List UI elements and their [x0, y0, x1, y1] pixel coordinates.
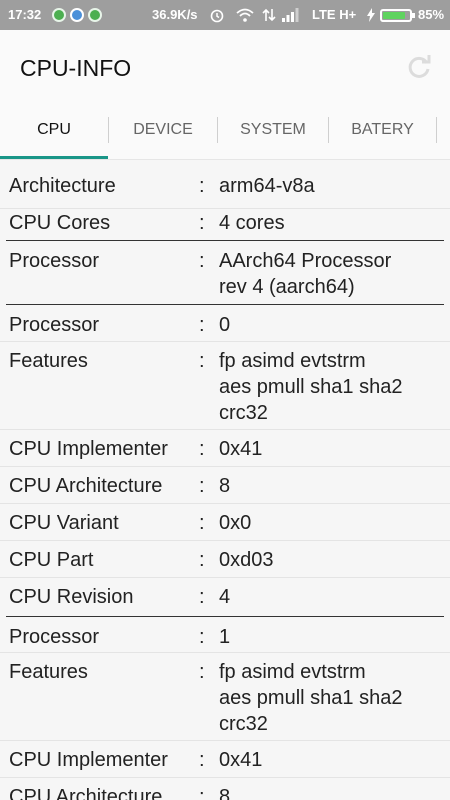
info-colon: :: [199, 786, 205, 800]
info-row: CPU Implementer : 0x41: [0, 741, 450, 777]
wifi-icon: [236, 8, 254, 22]
info-key: Processor: [9, 250, 100, 272]
info-value: 8: [219, 786, 231, 800]
tab-batery[interactable]: BATERY: [351, 121, 414, 138]
group-divider: [6, 616, 444, 617]
info-colon: :: [199, 626, 205, 648]
row-divider: [0, 652, 450, 653]
app-notification-icon: [88, 8, 102, 22]
info-row: Architecture : arm64-v8a: [0, 160, 450, 208]
cpu-info-list[interactable]: Architecture : arm64-v8a CPU Cores : 4 c…: [0, 160, 450, 800]
info-colon: :: [199, 661, 205, 683]
refresh-icon[interactable]: [404, 52, 434, 82]
signal-icon: [282, 8, 299, 22]
info-value: 8: [219, 475, 231, 497]
battery-icon: [380, 9, 415, 22]
row-divider: [0, 429, 450, 430]
info-key: Features: [9, 350, 88, 372]
tab-divider: [436, 117, 437, 143]
info-colon: :: [199, 314, 205, 336]
info-colon: :: [199, 586, 205, 608]
facebook-icon: [70, 8, 84, 22]
info-key: CPU Architecture: [9, 786, 163, 800]
info-row: CPU Architecture : 8: [0, 467, 450, 503]
info-row: CPU Implementer : 0x41: [0, 430, 450, 466]
row-divider: [0, 208, 450, 209]
app-title: CPU-INFO: [20, 55, 132, 81]
info-colon: :: [199, 512, 205, 534]
group-divider: [6, 304, 444, 305]
tab-divider: [328, 117, 329, 143]
info-row: CPU Architecture : 8: [0, 778, 450, 800]
info-value: 0xd03: [219, 549, 274, 571]
tab-cpu[interactable]: CPU: [37, 121, 71, 138]
info-row: CPU Cores : 4 cores: [0, 209, 450, 240]
row-divider: [0, 577, 450, 578]
info-value: 0: [219, 314, 231, 336]
info-key: Features: [9, 661, 88, 683]
info-colon: :: [199, 350, 205, 372]
battery-percent: 85%: [418, 7, 445, 22]
status-bar: 17:32 36.9K/s LTE H+ 85%: [0, 0, 450, 30]
tab-divider: [217, 117, 218, 143]
info-key: CPU Revision: [9, 586, 134, 608]
info-key: CPU Architecture: [9, 475, 163, 497]
row-divider: [0, 341, 450, 342]
network-speed: 36.9K/s: [152, 7, 198, 22]
app-bar: CPU-INFO: [0, 30, 450, 100]
info-colon: :: [199, 175, 205, 197]
network-type: LTE H+: [312, 7, 357, 22]
status-time: 17:32: [8, 7, 42, 22]
info-value: 4: [219, 586, 231, 608]
info-key: CPU Implementer: [9, 438, 168, 460]
info-colon: :: [199, 212, 205, 234]
tab-bar-border: [0, 159, 450, 160]
info-colon: :: [199, 250, 205, 272]
info-row: Processor : 0: [0, 305, 450, 341]
info-key: CPU Variant: [9, 512, 119, 534]
info-row: Processor : 1: [0, 617, 450, 652]
alarm-icon: [210, 9, 224, 23]
info-value: 1: [219, 626, 231, 648]
active-tab-indicator: [0, 156, 108, 159]
info-colon: :: [199, 438, 205, 460]
row-divider: [0, 777, 450, 778]
info-row: CPU Revision : 4: [0, 578, 450, 616]
info-key: Architecture: [9, 175, 116, 197]
info-row: CPU Variant : 0x0: [0, 504, 450, 540]
data-transfer-icon: [262, 8, 276, 22]
info-colon: :: [199, 549, 205, 571]
info-key: Processor: [9, 314, 100, 336]
info-key: Processor: [9, 626, 100, 648]
tab-divider: [108, 117, 109, 143]
tab-device[interactable]: DEVICE: [133, 121, 193, 138]
tab-bar: CPU DEVICE SYSTEM BATERY: [0, 100, 450, 160]
info-value: 0x41: [219, 749, 263, 771]
info-value: 4 cores: [219, 212, 285, 234]
notification-icon: [52, 8, 66, 22]
info-colon: :: [199, 475, 205, 497]
group-divider: [6, 240, 444, 241]
info-value: 0x0: [219, 512, 252, 534]
row-divider: [0, 466, 450, 467]
info-key: CPU Implementer: [9, 749, 168, 771]
row-divider: [0, 740, 450, 741]
info-key: CPU Part: [9, 549, 94, 571]
info-value: arm64-v8a: [219, 175, 315, 197]
row-divider: [0, 503, 450, 504]
info-value: 0x41: [219, 438, 263, 460]
tab-system[interactable]: SYSTEM: [240, 121, 306, 138]
info-key: CPU Cores: [9, 212, 111, 234]
row-divider: [0, 540, 450, 541]
info-row: CPU Part : 0xd03: [0, 541, 450, 577]
info-colon: :: [199, 749, 205, 771]
charging-icon: [367, 8, 375, 22]
